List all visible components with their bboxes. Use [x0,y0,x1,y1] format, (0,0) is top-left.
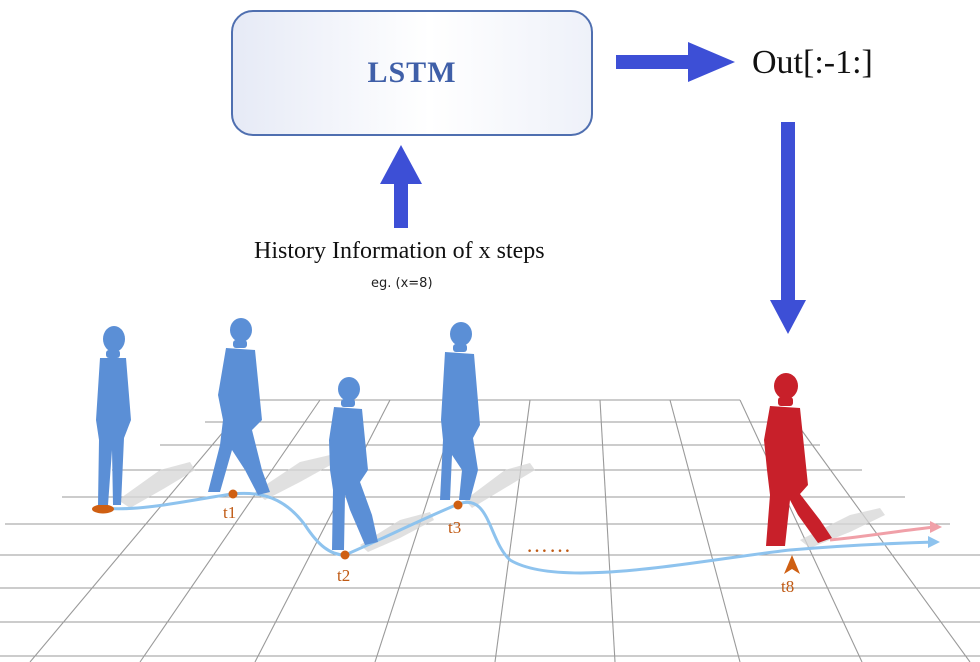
input-example: eg. (x=8) [371,276,433,291]
output-arrow [616,42,735,82]
history-figure-4 [440,322,480,500]
prediction-arrow [770,122,806,334]
predicted-figure-t8 [764,373,832,546]
history-figure-3 [329,377,378,550]
predicted-trajectory-line [829,525,936,542]
t3-marker [453,500,463,510]
start-marker [92,504,114,514]
predicted-arrowhead [930,521,942,533]
step-ellipsis: …… [526,532,572,557]
step-label-t1: t1 [223,503,237,522]
trajectory-arrowhead [928,536,940,548]
output-label: Out[:-1:] [752,44,873,81]
t8-marker [784,555,800,574]
history-figure-1 [96,326,131,505]
input-caption: History Information of x steps [254,238,545,264]
history-figure-2 [208,318,270,495]
step-label-t8: t8 [781,577,795,596]
step-label-t3: t3 [448,518,462,537]
lstm-label: LSTM [367,56,457,89]
input-arrow [380,145,422,228]
lstm-block: LSTM [231,10,593,136]
t1-marker [228,489,238,499]
t2-marker [340,550,350,560]
step-label-t2: t2 [337,566,351,585]
